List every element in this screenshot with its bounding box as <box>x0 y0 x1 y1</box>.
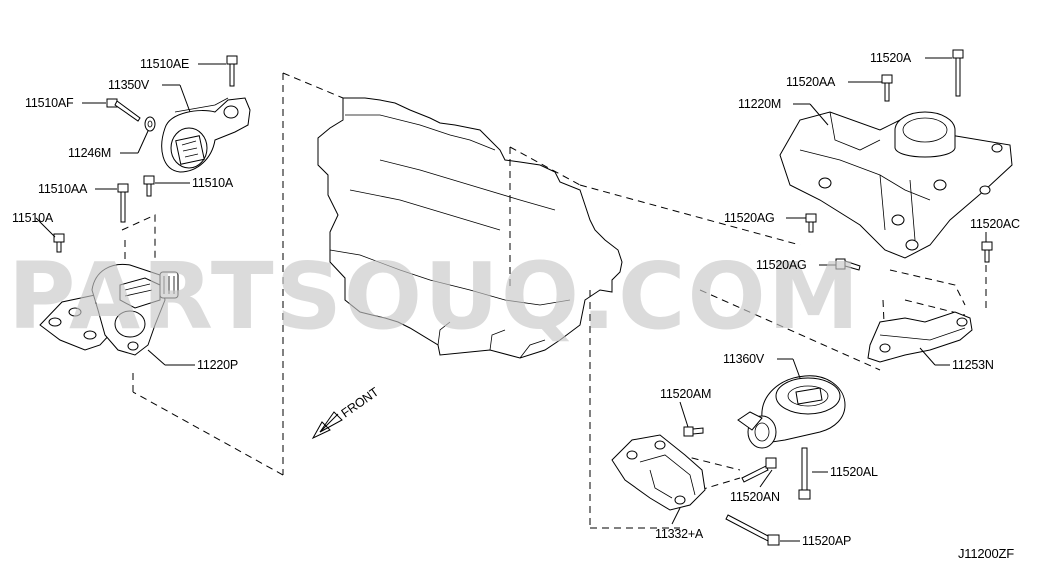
bolt-11520AN <box>741 457 777 483</box>
label-11520AG-1: 11520AG <box>724 211 775 225</box>
label-11520A: 11520A <box>870 51 912 65</box>
label-11220P: 11220P <box>197 358 238 372</box>
bolt-11510AA <box>117 183 129 223</box>
bolt-11510AF <box>106 98 141 122</box>
bolt-11510AE <box>226 55 238 87</box>
label-11360V: 11360V <box>723 352 765 366</box>
label-11520AM: 11520AM <box>660 387 711 401</box>
label-11520AL: 11520AL <box>830 465 878 479</box>
torque-rod-11360V <box>737 375 846 449</box>
watermark: PARTSOUQ.COM <box>8 243 861 350</box>
diagram-code: J11200ZF <box>958 546 1014 561</box>
front-direction-arrow: FRONT <box>311 385 382 440</box>
label-11520AG-2: 11520AG <box>756 258 807 272</box>
dashed-frame-right <box>509 146 987 529</box>
label-11520AP: 11520AP <box>802 534 851 548</box>
dashed-frame-left <box>121 72 344 476</box>
label-11350V: 11350V <box>108 78 150 92</box>
bolt-11520AA <box>881 74 893 102</box>
washer-11246M <box>144 116 156 132</box>
bolt-11510A-top <box>143 175 155 197</box>
bolt-11520AG-2 <box>835 258 861 271</box>
part-labels: 11510AE 11350V 11510AF 11246M 11510AA 11… <box>12 51 1020 548</box>
label-11332A: 11332+A <box>655 527 704 541</box>
bolt-11520A <box>952 49 964 97</box>
bolt-11520AC <box>981 241 993 263</box>
label-11510AA: 11510AA <box>38 182 88 196</box>
bracket-11253N <box>867 311 973 363</box>
torque-rod-11350V <box>161 97 251 173</box>
bolt-11520AP <box>725 514 780 546</box>
label-11520AN: 11520AN <box>730 490 780 504</box>
label-11510A-top: 11510A <box>192 176 234 190</box>
label-11510AF: 11510AF <box>25 96 74 110</box>
label-11510AE: 11510AE <box>140 57 189 71</box>
label-11520AA: 11520AA <box>786 75 836 89</box>
front-label: FRONT <box>339 385 382 421</box>
bracket-11332A <box>611 434 706 511</box>
label-11510A-left: 11510A <box>12 211 54 225</box>
label-11520AC: 11520AC <box>970 217 1020 231</box>
label-11220M: 11220M <box>738 97 781 111</box>
engine-mount-11220P <box>39 263 179 356</box>
bolt-11520AM <box>683 426 704 437</box>
engine-block-outline <box>317 97 623 359</box>
bolt-11520AG-1 <box>805 213 817 233</box>
engine-mount-bracket-11220M <box>779 111 1013 259</box>
label-11253N: 11253N <box>952 358 994 372</box>
bolt-11520AL <box>798 447 811 500</box>
bolt-11510A-left <box>53 233 65 253</box>
label-11246M: 11246M <box>68 146 111 160</box>
leader-lines <box>35 57 987 542</box>
